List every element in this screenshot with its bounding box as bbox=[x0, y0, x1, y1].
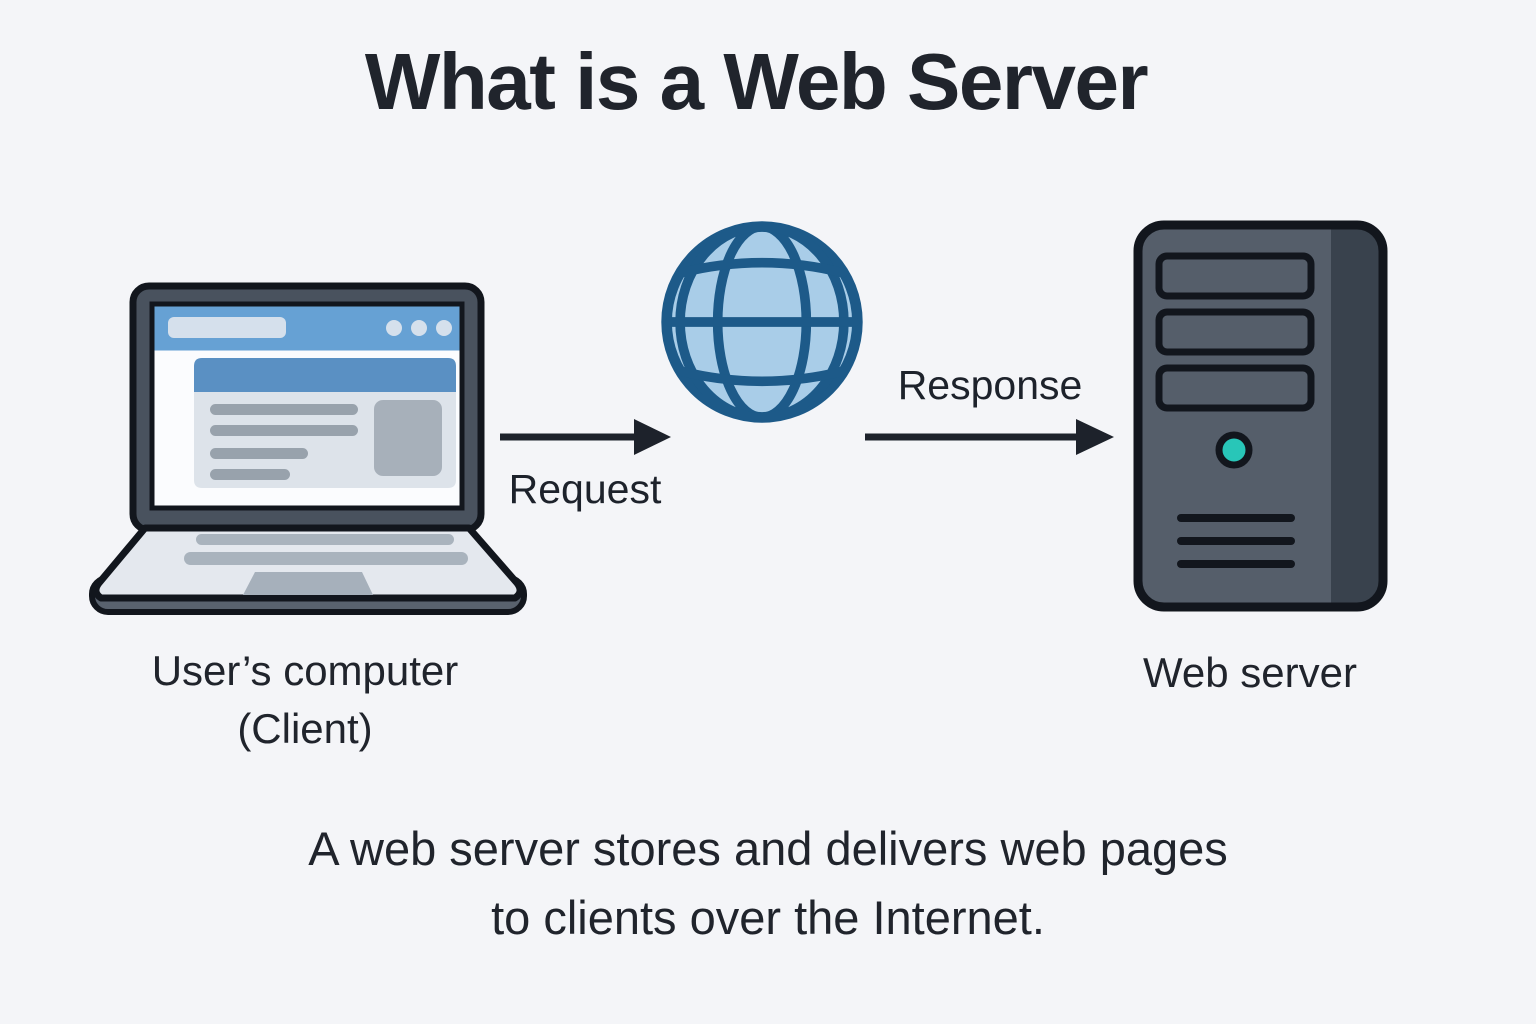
keyboard-strip bbox=[184, 552, 468, 565]
globe-parallel bbox=[676, 257, 848, 278]
webpage-text-line bbox=[210, 404, 358, 415]
browser-dot-icon bbox=[386, 320, 402, 336]
request-label: Request bbox=[508, 466, 662, 512]
caption-line1: A web server stores and delivers web pag… bbox=[308, 822, 1228, 875]
internet-globe-icon bbox=[661, 221, 863, 423]
client-label: User’s computer (Client) bbox=[75, 642, 535, 758]
request-arrow-icon bbox=[500, 419, 671, 455]
webpage-text-line bbox=[210, 448, 308, 459]
keyboard-strip bbox=[196, 534, 454, 545]
laptop-icon bbox=[89, 282, 527, 615]
webpage-text-line bbox=[210, 425, 358, 436]
response-arrow-icon bbox=[865, 419, 1114, 455]
client-label-line1: User’s computer bbox=[151, 647, 459, 694]
caption: A web server stores and delivers web pag… bbox=[0, 814, 1536, 952]
server-tower-icon bbox=[1133, 220, 1388, 612]
page-title: What is a Web Server bbox=[364, 37, 1149, 126]
server-drive-bay bbox=[1155, 252, 1315, 300]
server-side-panel bbox=[1331, 225, 1383, 607]
arrow-head bbox=[1076, 419, 1114, 455]
client-label-line2: (Client) bbox=[237, 705, 373, 752]
web-server-label: Web server bbox=[1143, 649, 1357, 696]
arrow-head bbox=[634, 419, 671, 455]
server-drive-bay bbox=[1155, 308, 1315, 356]
browser-dot-icon bbox=[411, 320, 427, 336]
caption-line2: to clients over the Internet. bbox=[491, 891, 1045, 944]
response-label: Response bbox=[897, 362, 1083, 408]
browser-address-bar bbox=[168, 317, 286, 338]
browser-dot-icon bbox=[436, 320, 452, 336]
server-drive-bay bbox=[1155, 364, 1315, 412]
server-body bbox=[1138, 225, 1383, 607]
globe-parallel bbox=[676, 366, 848, 387]
server-outline bbox=[1133, 220, 1388, 612]
server-power-led bbox=[1215, 431, 1253, 469]
trackpad bbox=[243, 572, 373, 595]
webpage-image-placeholder bbox=[374, 400, 442, 476]
webpage-card-header bbox=[194, 358, 456, 392]
webpage-text-line bbox=[210, 469, 290, 480]
